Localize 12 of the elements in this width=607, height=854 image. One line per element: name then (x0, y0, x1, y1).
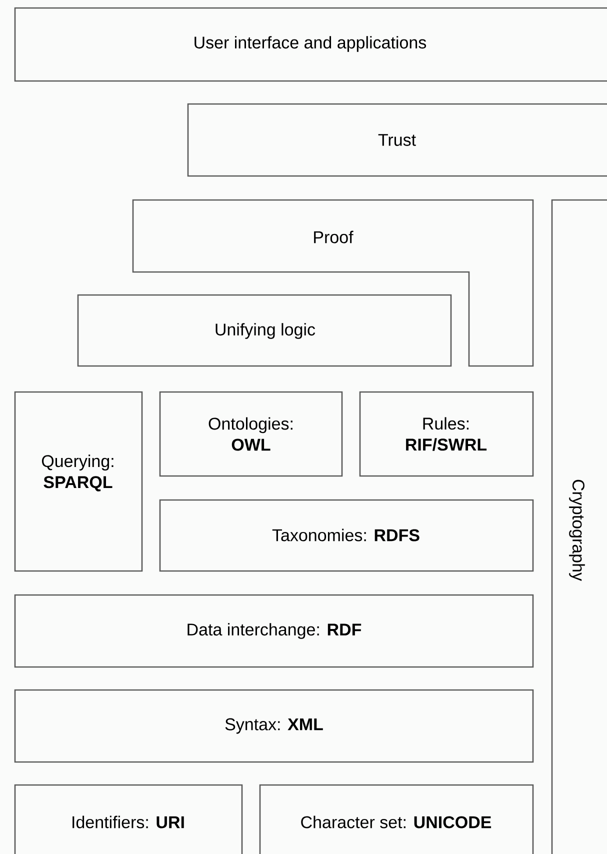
layer-box: Ontologies: OWL (159, 391, 343, 477)
layer-box: Taxonomies: RDFS (159, 499, 534, 572)
layer-box: User interface and applications (14, 7, 607, 82)
layer-box: Cryptography (551, 199, 607, 854)
layer-box: Identifiers: URI (14, 784, 243, 854)
layer-box: Syntax: XML (14, 689, 534, 763)
layer-box: Trust (187, 103, 607, 177)
layer-box: Querying: SPARQL (14, 391, 143, 572)
layer-box: Rules: RIF/SWRL (359, 391, 534, 477)
layer-box: Character set: UNICODE (259, 784, 534, 854)
layer-box: Data interchange: RDF (14, 594, 534, 668)
layer-box: Unifying logic (77, 294, 452, 367)
